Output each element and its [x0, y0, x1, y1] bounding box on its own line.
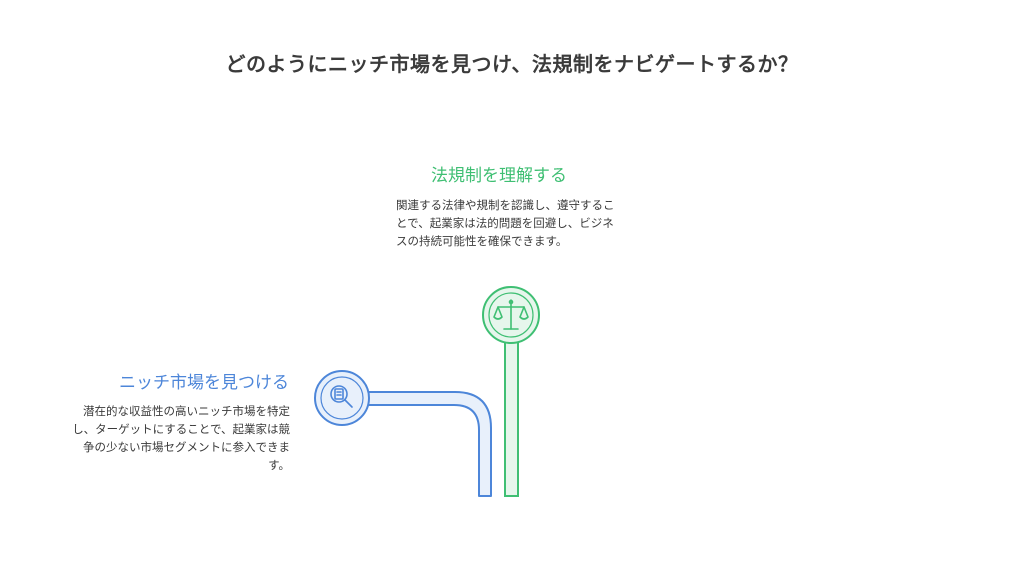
scales-icon [493, 299, 529, 330]
regulation-heading: 法規制を理解する [431, 166, 567, 186]
niche-path [361, 391, 492, 497]
page-title: どのようにニッチ市場を見つけ、法規制をナビゲートするか？ [225, 52, 799, 76]
niche-description: 潜在的な収益性の高いニッチ市場を特定し、ターゲットにすることで、起業家は競争の少… [72, 404, 290, 472]
niche-node [314, 370, 370, 426]
niche-heading: ニッチ市場を見つける [119, 373, 289, 393]
regulation-node [482, 286, 540, 344]
magnifier-document-icon [330, 385, 353, 408]
regulation-path [504, 331, 519, 497]
regulation-description: 関連する法律や規制を認識し、遵守することで、起業家は法的問題を回避し、ビジネスの… [396, 198, 615, 248]
